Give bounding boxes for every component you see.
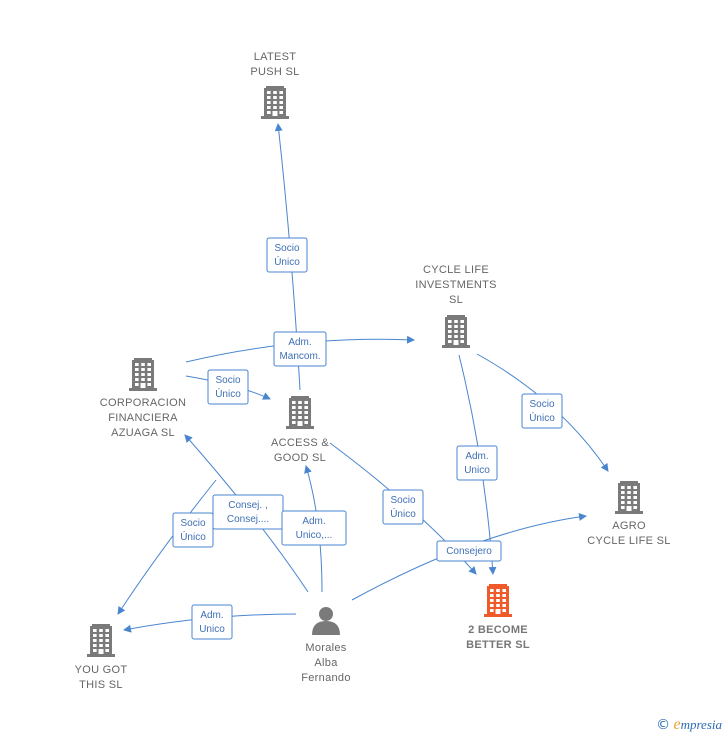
edge-label[interactable]: Consej. , Consej.... xyxy=(212,494,284,530)
edge-label-box xyxy=(191,604,233,640)
edge-labels-layer: SocioÚnicoAdm.Mancom.SocioÚnicoSocioÚnic… xyxy=(172,237,563,640)
footer-brand: © empresia xyxy=(656,716,722,734)
node-two-become[interactable]: 2 BECOME BETTER SL xyxy=(466,584,530,651)
node-label: Morales xyxy=(305,642,346,654)
edge-label-text: Adm. xyxy=(465,451,488,462)
node-access-good[interactable]: ACCESS & GOOD SL xyxy=(271,396,329,464)
node-you-got-this[interactable]: YOU GOT THIS SL xyxy=(75,624,128,691)
copyright-symbol: © xyxy=(656,717,671,733)
edge-label-text: Unico xyxy=(199,624,225,635)
building-icon xyxy=(87,624,115,657)
edge-label[interactable]: Adm. Unico xyxy=(456,445,498,481)
edge-label-text: Socio xyxy=(274,243,299,254)
node-label: BETTER SL xyxy=(466,639,530,651)
node-label: Fernando xyxy=(301,672,351,684)
edge-label-box xyxy=(281,510,347,546)
building-icon xyxy=(442,315,470,348)
edge-label-text: Adm. xyxy=(200,610,223,621)
edge-label[interactable]: Consejero xyxy=(436,540,502,562)
building-icon xyxy=(484,584,512,617)
edge-label-text: Adm. xyxy=(288,337,311,348)
edge-label-box xyxy=(456,445,498,481)
edge-label-text: Socio xyxy=(390,495,415,506)
nodes-layer: LATEST PUSH SL CYCLE LIFE INVESTMENTS SL CORP… xyxy=(75,51,671,691)
edge-label-box xyxy=(266,237,308,273)
node-label: ACCESS & xyxy=(271,437,329,449)
person-icon xyxy=(312,607,340,635)
edge-label-text: Consej.... xyxy=(227,514,269,525)
edge-label-text: Unico,... xyxy=(296,530,333,541)
node-label: INVESTMENTS xyxy=(415,279,497,291)
edge-label-text: Único xyxy=(215,387,241,400)
node-label: LATEST xyxy=(254,51,297,63)
node-label: AZUAGA SL xyxy=(111,427,175,439)
node-label: GOOD SL xyxy=(274,452,326,464)
edge-label-box xyxy=(273,331,327,367)
edge-label-text: Único xyxy=(390,507,416,520)
edge-label-box xyxy=(521,393,563,429)
edge-label-box xyxy=(436,540,502,562)
node-label: Alba xyxy=(314,657,338,669)
edge-label-text: Único xyxy=(180,530,206,543)
edge-label[interactable]: Adm. Unico xyxy=(191,604,233,640)
edge-label-text: Socio xyxy=(529,399,554,410)
building-icon xyxy=(286,396,314,429)
node-label: PUSH SL xyxy=(250,66,299,78)
edge-label-text: Mancom. xyxy=(279,351,320,362)
node-label: YOU GOT xyxy=(75,664,128,676)
edge-label-box xyxy=(172,512,214,548)
edge-label-text: Único xyxy=(529,411,555,424)
edge-label-text: Consejero xyxy=(446,546,492,557)
node-latest-push[interactable]: LATEST PUSH SL xyxy=(250,51,299,119)
edge-label[interactable]: Adm. Mancom. xyxy=(273,331,327,367)
edge-label-text: Único xyxy=(274,255,300,268)
edge-label-box xyxy=(207,369,249,405)
edge-label-text: Consej. , xyxy=(228,500,267,511)
node-label: THIS SL xyxy=(79,679,123,691)
edges-layer xyxy=(117,123,609,633)
node-corporacion[interactable]: CORPORACION FINANCIERA AZUAGA SL xyxy=(100,358,186,439)
node-label: CYCLE LIFE SL xyxy=(587,535,670,547)
edge-label[interactable]: Adm. Unico,... xyxy=(281,510,347,546)
node-label: 2 BECOME xyxy=(468,624,528,636)
node-label: CYCLE LIFE xyxy=(423,264,489,276)
node-label: FINANCIERA xyxy=(108,412,178,424)
node-label: AGRO xyxy=(612,520,646,532)
building-icon xyxy=(615,481,643,514)
building-icon xyxy=(261,86,289,119)
node-agro[interactable]: AGRO CYCLE LIFE SL xyxy=(587,481,670,547)
edge-label-text: Unico xyxy=(464,465,490,476)
edge-label-box xyxy=(382,489,424,525)
edge-corporacion-to-you-got-this xyxy=(117,479,217,615)
node-label: CORPORACION xyxy=(100,397,186,409)
node-cycle-life[interactable]: CYCLE LIFE INVESTMENTS SL xyxy=(415,264,497,348)
building-icon xyxy=(129,358,157,391)
edge-label-text: Socio xyxy=(180,518,205,529)
edge-label-text: Adm. xyxy=(302,516,325,527)
brand-logo[interactable]: empresia xyxy=(673,716,722,733)
node-label: SL xyxy=(449,294,463,306)
edge-label-text: Socio xyxy=(215,375,240,386)
